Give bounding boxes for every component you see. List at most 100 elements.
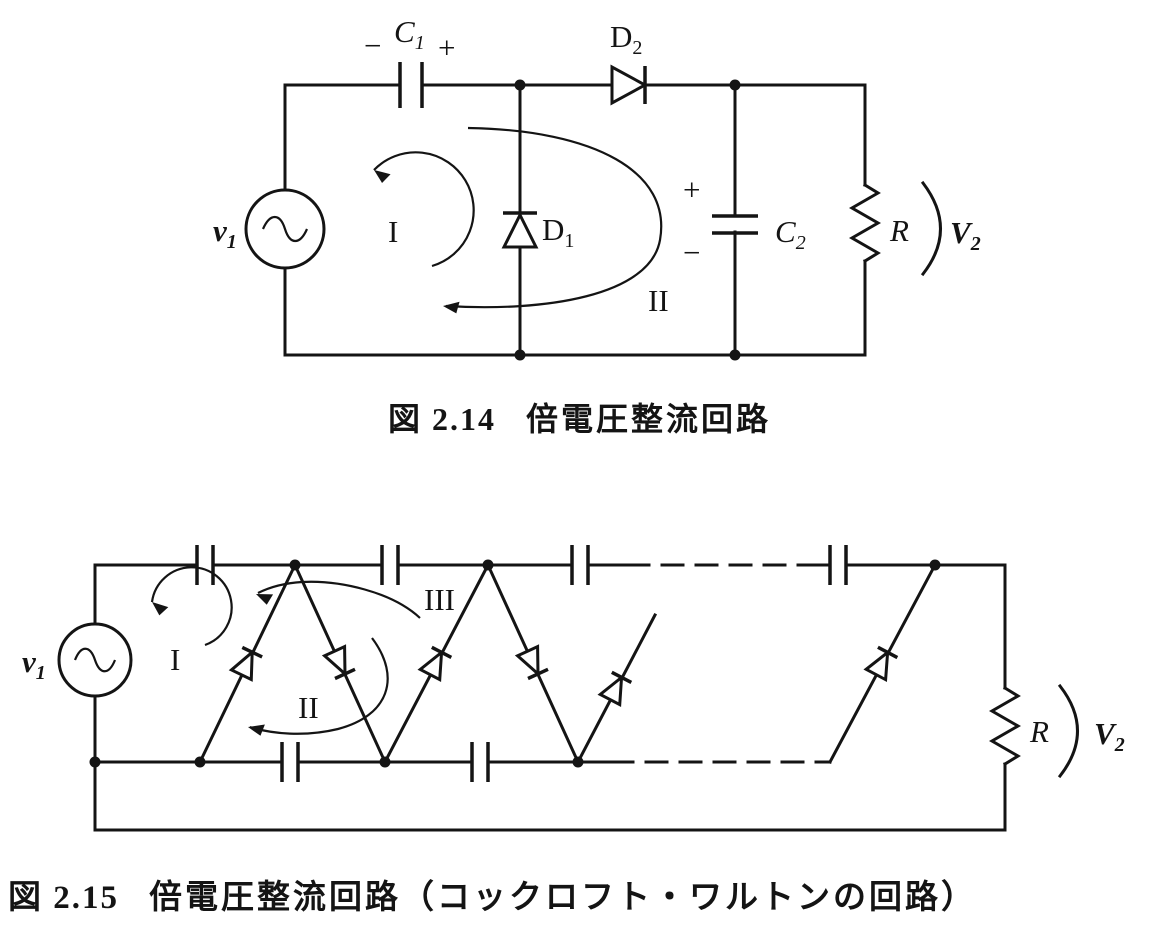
loop-arrow-i: [150, 566, 233, 647]
node-dot: [89, 756, 101, 768]
diode-triangle: [321, 644, 347, 678]
label-r: R: [889, 213, 909, 248]
capacitor-plates: [380, 545, 400, 585]
diode: [863, 645, 899, 683]
loop-arrow-i: [373, 151, 475, 268]
capacitor-plates: [280, 742, 300, 782]
arrowhead-icon: [152, 602, 169, 616]
node-dot: [729, 79, 741, 91]
diode: [321, 644, 356, 681]
figure-number: 図 2.14: [387, 401, 496, 437]
ladder-diodes: [228, 644, 899, 708]
diode-cathode-bar: [334, 667, 356, 681]
label-d2: D2: [610, 19, 642, 59]
diode-cathode-bar: [527, 667, 549, 681]
capacitor-plates: [470, 742, 490, 782]
label-c1-plus: +: [438, 30, 455, 65]
capacitor-plates: [828, 545, 848, 585]
label-v1: v1: [22, 644, 46, 684]
label-loop-ii: II: [298, 690, 319, 725]
label-c1: C1: [394, 14, 425, 54]
v2-brace-arc: [920, 180, 942, 277]
node-dot: [194, 756, 206, 768]
node-dot: [514, 79, 526, 91]
resistor-zigzag: [848, 182, 882, 264]
top-row-capacitors: [195, 545, 848, 585]
arrowhead-icon: [374, 170, 391, 183]
resistor-zigzag: [988, 685, 1022, 767]
loop-arrow-ii: [443, 126, 663, 314]
capacitor-plates: [570, 545, 590, 585]
diode-d1: [501, 211, 539, 249]
figure-2-15-caption: 図 2.15 倍電圧整流回路（コックロフト・ワルトンの回路）: [0, 870, 1159, 918]
diode-triangle: [228, 648, 254, 682]
label-r: R: [1029, 714, 1049, 749]
diode: [514, 644, 549, 681]
arrowhead-icon: [256, 594, 274, 605]
diode-triangle: [417, 649, 444, 683]
node-dot: [729, 349, 741, 361]
label-v2: V2: [950, 215, 981, 255]
diode: [228, 645, 263, 682]
resistor-r: [848, 182, 882, 264]
diode: [417, 645, 453, 683]
diode-cathode-bar: [611, 670, 633, 685]
loop-arc: [257, 580, 421, 619]
capacitor-plates: [398, 62, 424, 108]
resistor-r: [988, 685, 1022, 767]
voltage-source-v1: [57, 622, 133, 698]
diode: [597, 670, 633, 708]
capacitor-plates: [195, 545, 215, 585]
node-dot: [929, 559, 941, 571]
label-v2: V2: [1094, 716, 1125, 756]
v2-brace-arc: [1057, 683, 1079, 779]
diode-cathode-bar: [431, 645, 453, 660]
loop-arrow-ii: [248, 637, 389, 736]
node-dot: [572, 756, 584, 768]
diode-triangle: [514, 644, 540, 678]
junction-dots: [514, 79, 741, 361]
label-loop-ii: II: [648, 283, 669, 318]
node-dot: [379, 756, 391, 768]
node-dot: [482, 559, 494, 571]
capacitor-plates: [712, 214, 758, 235]
diode-d2: [610, 64, 649, 106]
junction-dots: [89, 559, 941, 768]
figure-2-14-circuit: v1 − C1 + D2 D1 + − C2 R V2 I II: [213, 14, 981, 361]
node-dot: [514, 349, 526, 361]
label-loop-i: I: [170, 642, 180, 677]
diode-cathode-bar: [877, 645, 899, 660]
loop-arc: [445, 126, 663, 309]
label-d1: D1: [542, 212, 574, 252]
label-loop-iii: III: [424, 582, 455, 617]
arrowhead-icon: [248, 724, 265, 736]
sine-wave-icon: [261, 215, 309, 243]
node-dot: [289, 559, 301, 571]
figure-title: 倍電圧整流回路: [526, 401, 772, 437]
arrowhead-icon: [443, 301, 460, 314]
figure-2-14-caption: 図 2.14 倍電圧整流回路: [0, 394, 1159, 440]
loop-arc: [249, 637, 389, 735]
capacitor-c1: [398, 62, 424, 108]
loop-arc: [373, 151, 475, 268]
loop-arc: [150, 566, 233, 647]
figure-number: 図 2.15: [8, 880, 119, 916]
voltage-source-v1: [244, 188, 326, 270]
diode-triangle: [610, 64, 649, 106]
sine-wave-icon: [73, 647, 117, 673]
label-c2: C2: [775, 214, 806, 254]
bottom-row-capacitors: [280, 742, 490, 782]
label-loop-i: I: [388, 214, 398, 249]
label-c2-plus: +: [683, 172, 700, 207]
diode-cathode-bar: [241, 645, 263, 659]
diode-triangle: [597, 674, 624, 708]
diode-triangle: [863, 649, 890, 683]
diode-triangle: [501, 211, 539, 249]
label-v1: v1: [213, 213, 237, 253]
capacitor-c2: [712, 214, 758, 235]
label-c1-minus: −: [364, 28, 381, 63]
label-c2-minus: −: [683, 235, 700, 270]
figure-title: 倍電圧整流回路（コックロフト・ワルトンの回路）: [149, 880, 977, 916]
figure-2-15-circuit: v1 I II III R V2: [22, 545, 1125, 832]
